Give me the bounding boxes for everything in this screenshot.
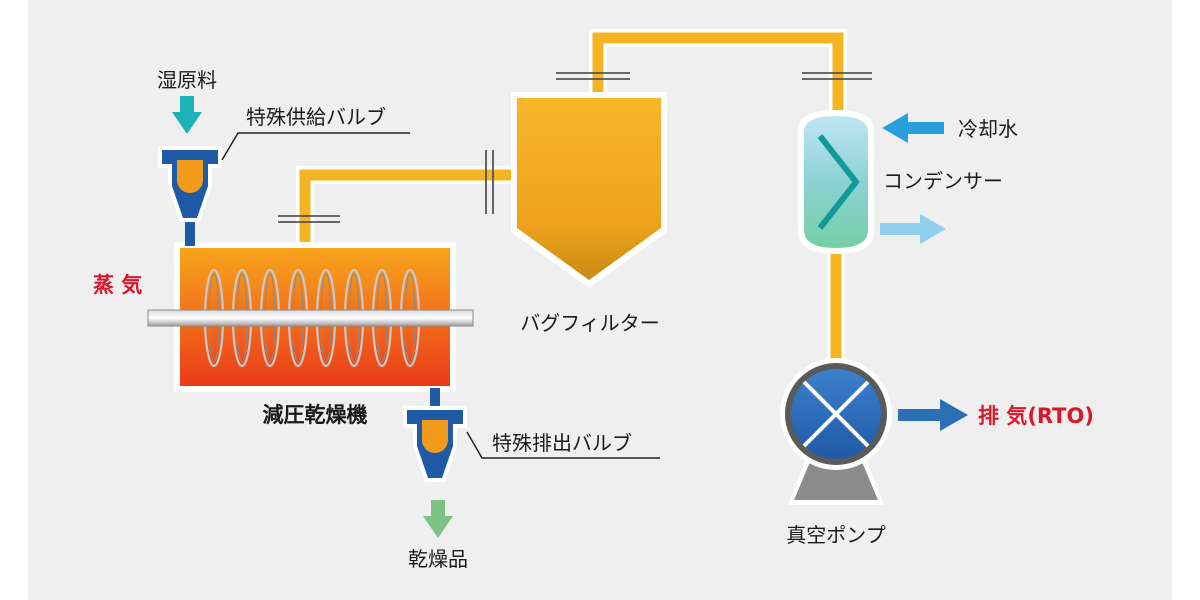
flow-arrows [172, 96, 968, 538]
feed-valve-neck [185, 218, 195, 246]
vacuum-pump [780, 358, 892, 505]
condenser-body [804, 116, 868, 248]
dryer-shaft [147, 309, 474, 327]
discharge-valve-neck [430, 388, 440, 414]
leader-feed-valve [221, 132, 410, 161]
pipe-dryer-to-filter-outline [296, 166, 525, 248]
label-feed-valve: 特殊供給バルブ [246, 105, 386, 129]
label-vacuum-dryer: 減圧乾燥機 [263, 403, 368, 427]
leader-lines [221, 132, 660, 459]
pump-cross-2 [802, 380, 870, 448]
label-condenser: コンデンサー [883, 169, 1003, 193]
condenser-coil [817, 134, 860, 230]
bag-filter [511, 92, 667, 288]
label-exhaust-suffix: (RTO) [1027, 404, 1094, 428]
pipe-dryer-to-filter [299, 169, 525, 248]
discharge-valve-rotor [422, 420, 448, 453]
bag-filter-body [517, 98, 661, 280]
label-exhaust: 排 気(RTO) [978, 404, 1094, 428]
arrow-exhaust-icon [898, 399, 968, 431]
condenser [798, 110, 874, 254]
pump-base [794, 462, 878, 500]
label-cooling-water: 冷却水 [958, 117, 1018, 141]
label-vacuum-pump: 真空ポンプ [786, 523, 885, 547]
leader-discharge-valve [466, 431, 660, 459]
label-dried-product: 乾燥品 [408, 547, 468, 571]
label-discharge-valve: 特殊排出バルブ [492, 431, 632, 455]
arrow-dried-product-icon [423, 500, 453, 538]
feed-valve-rotor [177, 160, 203, 193]
vacuum-dryer [147, 242, 474, 392]
arrow-wet-material-icon [172, 96, 202, 134]
arrow-condenser-out-icon [880, 214, 946, 244]
label-steam: 蒸 気 [93, 273, 142, 297]
label-exhaust-prefix: 排 気 [978, 404, 1027, 428]
discharge-valve [403, 388, 467, 482]
labels: 湿原料 特殊供給バルブ 蒸 気 減圧乾燥機 特殊排出バルブ 乾燥品 バグフィルタ… [93, 68, 1094, 571]
pipe-filter-to-condenser [592, 32, 844, 118]
feed-valve [158, 146, 222, 246]
label-bag-filter: バグフィルター [520, 311, 660, 335]
arrow-cooling-water-icon [882, 113, 944, 143]
label-wet-material: 湿原料 [157, 68, 217, 92]
